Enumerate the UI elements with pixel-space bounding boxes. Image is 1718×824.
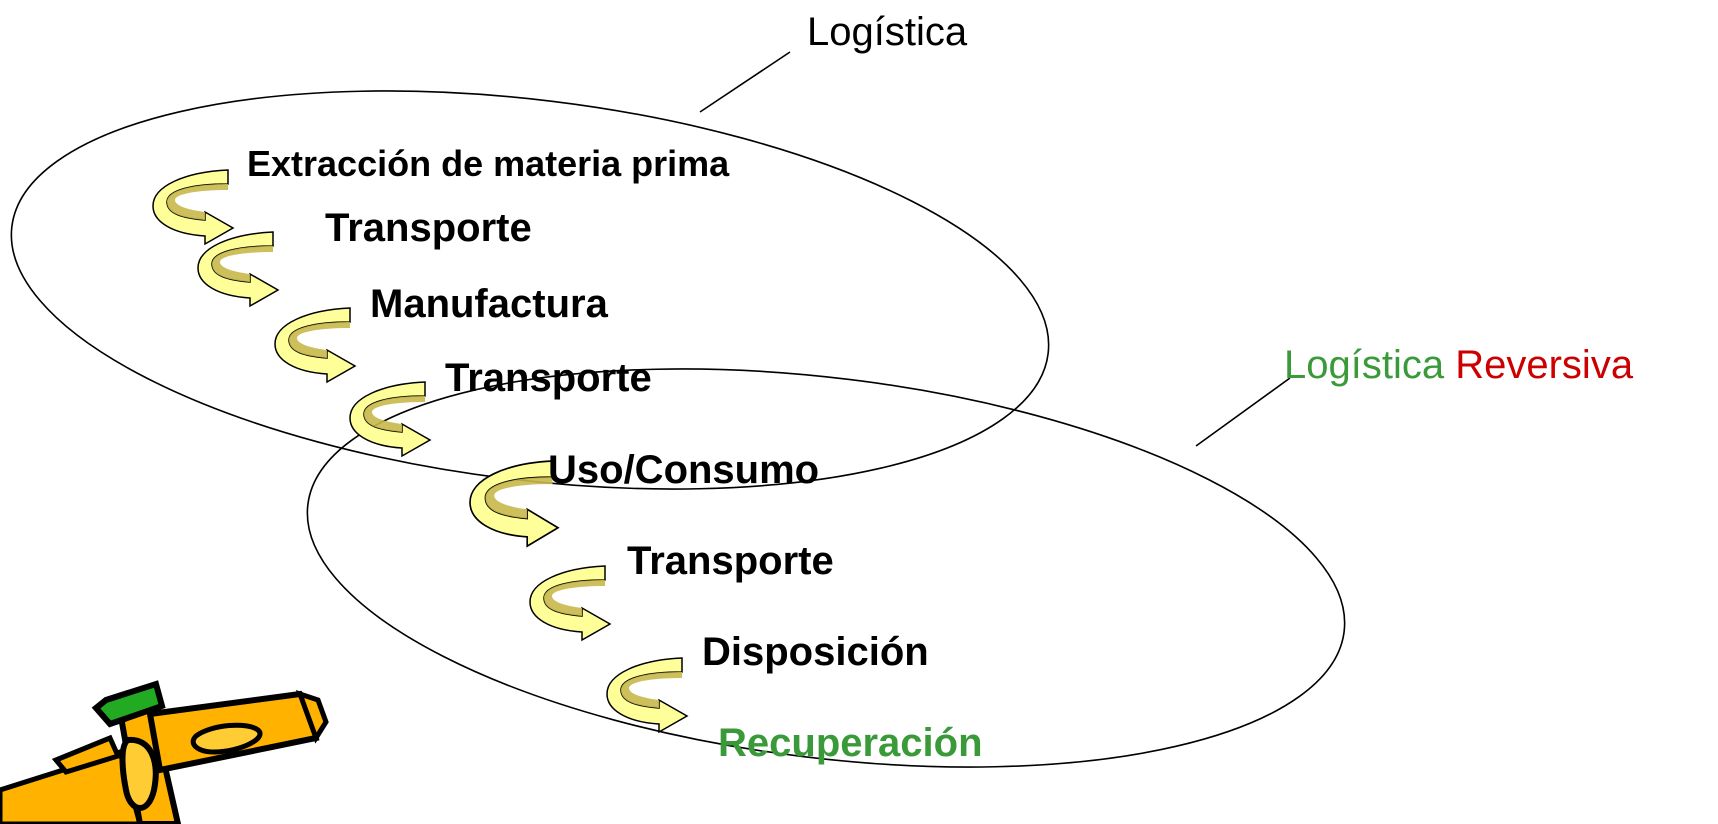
logistica-leader-line bbox=[699, 51, 791, 113]
logistica-reversiva-ellipse bbox=[306, 368, 1346, 768]
logistica-label: Logística bbox=[807, 10, 968, 54]
curved-arrow-icon bbox=[152, 169, 234, 245]
curved-arrow-icon bbox=[529, 565, 611, 641]
logistica-reversiva-label-part1: Logística bbox=[1284, 343, 1445, 387]
curved-arrow-icon bbox=[349, 381, 431, 457]
step-recuperacion: Recuperación bbox=[718, 721, 983, 765]
step-uso-consumo: Uso/Consumo bbox=[548, 448, 820, 492]
logistica-reversiva-leader-line bbox=[1195, 377, 1291, 447]
curved-arrow-icon bbox=[197, 231, 279, 307]
pencil-clipart-icon bbox=[0, 680, 329, 824]
step-disposicion: Disposición bbox=[702, 630, 929, 674]
logistica-reversiva-label: Logística Reversiva bbox=[1284, 345, 1633, 385]
step-manufactura: Manufactura bbox=[370, 282, 608, 326]
step-transporte-3: Transporte bbox=[627, 539, 834, 583]
step-transporte-2: Transporte bbox=[445, 356, 652, 400]
curved-arrow-icon bbox=[469, 460, 559, 547]
curved-arrow-icon bbox=[274, 307, 356, 383]
step-extraccion: Extracción de materia prima bbox=[247, 143, 730, 184]
logistica-reversiva-label-part2: Reversiva bbox=[1455, 343, 1634, 387]
step-transporte-1: Transporte bbox=[325, 206, 532, 250]
